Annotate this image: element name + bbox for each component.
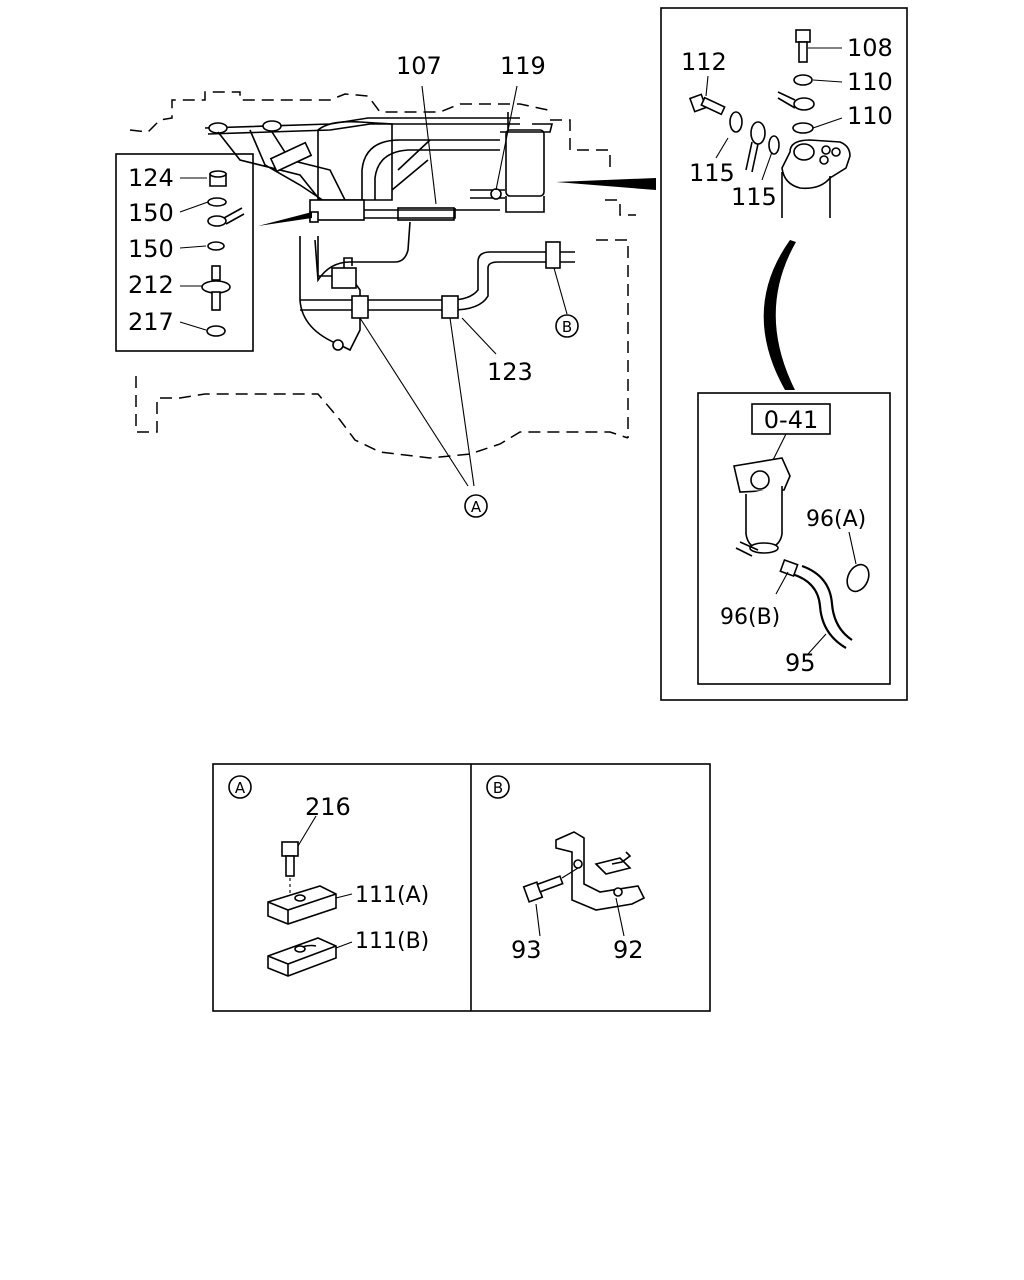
detail-b: B 93 92: [486, 775, 646, 964]
ref-circle-a: [464, 494, 488, 518]
top-fuel-rail: [204, 117, 520, 135]
label-112: 112: [681, 48, 727, 76]
label-93: 93: [511, 936, 542, 964]
washer-115-right: [768, 135, 780, 155]
feed-line-2: [300, 261, 575, 311]
eye-fitting-right: [793, 97, 815, 111]
ref-b-main: B: [562, 318, 572, 336]
filter-inset: 0-41 96(A) 96(B) 95: [697, 392, 891, 685]
line-clamp: [269, 141, 313, 173]
left-inset-frame: [115, 153, 254, 352]
callout-119: 119: [500, 52, 546, 80]
washer-110-bottom: [792, 122, 814, 134]
right-inset: 108 110 110 112 115 115: [556, 7, 908, 701]
hose-clamp-96b: [779, 558, 799, 578]
washer-217: [206, 325, 226, 337]
detail-panel: A 216 111(A) 111(B) B: [212, 763, 711, 1012]
label-124: 124: [128, 164, 174, 192]
label-111a: 111(A): [355, 883, 429, 908]
label-212: 212: [128, 271, 174, 299]
label-95: 95: [785, 649, 816, 677]
clamp-111a: [267, 885, 337, 925]
bolt-108: [795, 29, 811, 63]
injector-1: [208, 122, 228, 134]
ref-circle-b: [555, 314, 579, 338]
intake-pipe: [361, 139, 500, 200]
washer-110-top: [793, 74, 813, 86]
ref-a-main: A: [471, 498, 482, 516]
leader-123: [461, 317, 497, 355]
right-inset-pointer: [556, 178, 656, 190]
bolt-216: [281, 841, 299, 896]
fuel-filter-119: [470, 112, 554, 213]
label-150-a: 150: [128, 199, 174, 227]
clamp-a-2: [441, 295, 459, 319]
label-108: 108: [847, 34, 893, 62]
label-110-bottom: 110: [847, 102, 893, 130]
engine-outline-right: [550, 119, 636, 438]
washer-150-b: [207, 241, 225, 251]
label-96b: 96(B): [720, 605, 780, 630]
diagonal-line: [391, 139, 431, 191]
eye-fitting-115: [750, 121, 766, 145]
injector-lines: [217, 129, 346, 206]
hose-clamp-96a: [846, 563, 870, 593]
left-inset: 124 150 150 212 217: [115, 153, 312, 352]
label-150-b: 150: [128, 235, 174, 263]
leader-ref-b: [553, 267, 568, 315]
filter-inset-frame: [697, 392, 891, 685]
detail-a: A 216 111(A) 111(B): [228, 775, 429, 977]
filter-head: [781, 139, 851, 218]
pump-head: [309, 199, 365, 221]
label-217: 217: [128, 308, 174, 336]
eye-fitting: [207, 215, 227, 227]
right-inset-frame: [660, 7, 908, 701]
engine-outline-bottom: [135, 376, 629, 459]
washer-150-a: [207, 197, 227, 207]
label-111b: 111(B): [355, 929, 429, 954]
fuel-filter-element: [733, 457, 791, 557]
pump-valve: [331, 267, 357, 289]
pump-bolt: [332, 339, 344, 351]
feed-line-3: [314, 221, 411, 283]
label-92: 92: [613, 936, 644, 964]
clamp-b: [545, 241, 561, 269]
label-216: 216: [305, 793, 351, 821]
leader-107: [421, 85, 437, 205]
bolt-112: [688, 93, 726, 116]
bolt-93: [522, 875, 564, 903]
group-ref-box: [751, 403, 831, 435]
leader-ref-a: [359, 317, 475, 487]
leader-119: [495, 85, 518, 191]
label-115-left: 115: [689, 159, 735, 187]
engine-main-view: 107 119 123 B A: [129, 52, 636, 518]
bracket-92: [555, 831, 646, 911]
clamp-a-1: [351, 295, 369, 319]
clamp-111b: [267, 937, 337, 977]
left-inset-pointer: [258, 212, 312, 226]
inset-connector-curve: [763, 240, 796, 390]
group-ref-label: 0-41: [764, 406, 818, 434]
label-115-right: 115: [731, 183, 777, 211]
callout-107: 107: [396, 52, 442, 80]
detail-panel-frame: [212, 763, 711, 1012]
engine-outline-upper: [129, 91, 549, 133]
detail-a-ref: A: [235, 779, 246, 797]
intake-body: [317, 120, 393, 201]
callout-123: 123: [487, 358, 533, 386]
injector-2: [262, 120, 282, 132]
hose-95: [791, 564, 853, 649]
detail-b-ref: B: [493, 779, 503, 797]
block-107: [397, 207, 455, 221]
washer-115-left: [729, 111, 743, 133]
label-110-top: 110: [847, 68, 893, 96]
label-96a: 96(A): [806, 507, 866, 532]
connector-212: [201, 265, 231, 311]
pump-body: [299, 236, 361, 352]
